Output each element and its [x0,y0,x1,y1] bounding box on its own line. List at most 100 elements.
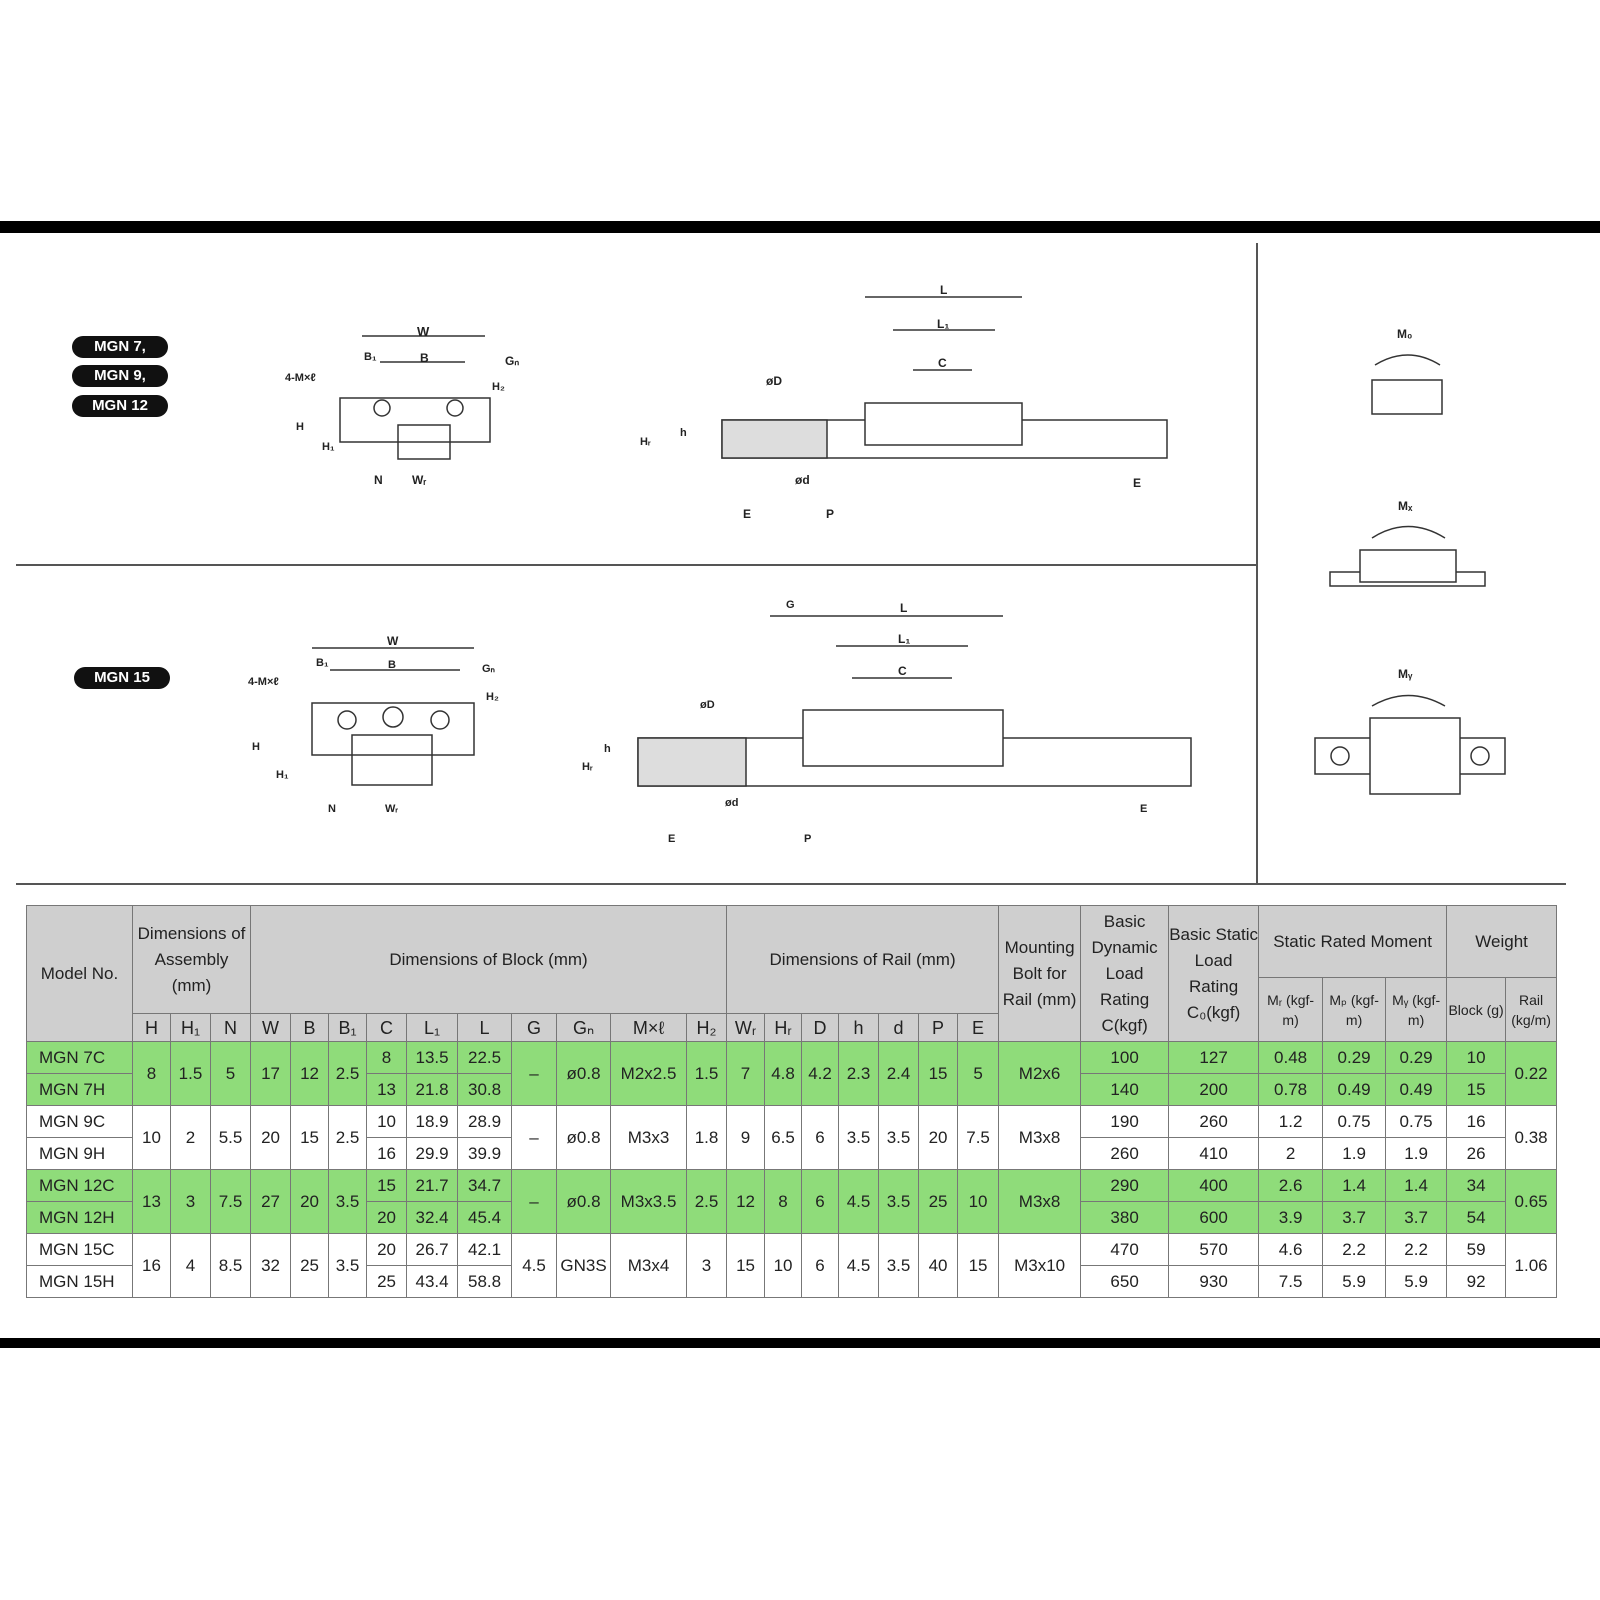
cell: 930 [1168,1265,1260,1298]
dim-label: P [804,833,811,845]
header-cell: L₁ [406,1013,459,1042]
cell: 0.49 [1385,1073,1448,1106]
cell: 7.5 [1258,1265,1324,1298]
header-cell: B₁ [328,1013,368,1042]
cell: 2.6 [1258,1169,1324,1202]
header-cell: Rail (kg/m) [1505,977,1558,1042]
dim-label: B₁ [364,351,377,363]
rotation-arrow-icon [1371,525,1446,539]
header-cell: Mᵣ (kgf-m) [1258,977,1324,1042]
model-cell: MGN 12H [26,1201,133,1234]
rotation-arrow-icon [1371,694,1446,707]
model-cell: MGN 9C [26,1105,133,1138]
cell: 0.78 [1258,1073,1324,1106]
cell: M2x6 [998,1041,1082,1106]
cell: 9 [726,1105,766,1170]
cell: 92 [1446,1265,1507,1298]
cell: 140 [1080,1073,1170,1106]
cell: 40 [918,1233,959,1298]
cell: 1.8 [686,1105,728,1170]
cell: 3.5 [878,1233,920,1298]
cell: 1.06 [1505,1233,1558,1298]
cell: 5 [209,1041,252,1106]
dim-label: B [388,659,396,671]
cell: – [511,1105,558,1170]
cell: 0.65 [1505,1169,1558,1234]
cell: 260 [1168,1105,1260,1138]
cell: 16 [1446,1105,1507,1138]
cell: 600 [1168,1201,1260,1234]
cell: ø0.8 [556,1041,612,1106]
cell: 13 [132,1169,171,1234]
dim-label: H [252,741,260,753]
header-cell: Static Rated Moment [1258,905,1448,978]
cell: 7.5 [957,1105,1000,1170]
cell: 400 [1168,1169,1260,1202]
cell: 570 [1168,1233,1260,1266]
dim-label: H [296,421,304,433]
cell: 0.29 [1322,1041,1387,1074]
cell: 2.2 [1385,1233,1448,1266]
cell: M3x8 [998,1105,1082,1170]
cell: 4.8 [764,1041,803,1106]
model-cell: MGN 12C [26,1169,133,1202]
cell: 2.3 [838,1041,880,1106]
header-cell: N [209,1013,252,1042]
cell: 1.4 [1322,1169,1387,1202]
header-cell: H₁ [170,1013,211,1042]
header-cell: P [918,1013,959,1042]
cell: 2.2 [1322,1233,1387,1266]
dim-label: L₁ [937,317,949,331]
cell: 8 [366,1041,408,1074]
header-cell: d [878,1013,920,1042]
cell: 26 [1446,1137,1507,1170]
cell: 1.5 [686,1041,728,1106]
cell: 8 [132,1041,171,1106]
header-cell: B [290,1013,330,1042]
cell: 34 [1446,1169,1507,1202]
cell: 0.75 [1322,1105,1387,1138]
rotation-arrow-icon [1374,354,1441,366]
cell: 2.4 [878,1041,920,1106]
cell: 200 [1168,1073,1260,1106]
block-side-view [864,402,1023,446]
dim-label: Gₙ [505,354,519,368]
cell: 4.2 [801,1041,840,1106]
dim-label: H₁ [322,441,335,453]
dim-label: H₂ [486,691,499,703]
cell: 16 [366,1137,408,1170]
cell: ø0.8 [556,1105,612,1170]
cell: 190 [1080,1105,1170,1138]
header-cell: C [366,1013,408,1042]
cell: 29.9 [406,1137,459,1170]
cell: 15 [726,1233,766,1298]
header-cell: Hᵣ [764,1013,803,1042]
header-cell: H [132,1013,171,1042]
cell: 8.5 [209,1233,252,1298]
dim-label: øD [700,699,715,711]
cell: 20 [366,1201,408,1234]
cell: 3.7 [1322,1201,1387,1234]
model-label: MGN 9, [72,365,168,387]
cell: GN3S [556,1233,612,1298]
header-cell: Basic Static Load Rating C₀(kgf) [1168,905,1260,1042]
header-cell: M×ℓ [610,1013,688,1042]
header-cell: Model No. [26,905,133,1042]
cell: M3x4 [610,1233,688,1298]
cell: 45.4 [457,1201,513,1234]
cell: 1.5 [170,1041,211,1106]
cell: 26.7 [406,1233,459,1266]
cell: 650 [1080,1265,1170,1298]
header-cell: Mᵧ (kgf-m) [1385,977,1448,1042]
cell: 13 [366,1073,408,1106]
cell: 2 [1258,1137,1324,1170]
cell: 3.5 [838,1105,880,1170]
cell: 32 [250,1233,292,1298]
cell: 0.75 [1385,1105,1448,1138]
header-cell: Dimensions of Rail (mm) [726,905,1000,1014]
cell: 290 [1080,1169,1170,1202]
cell: 25 [290,1233,330,1298]
cell: 43.4 [406,1265,459,1298]
